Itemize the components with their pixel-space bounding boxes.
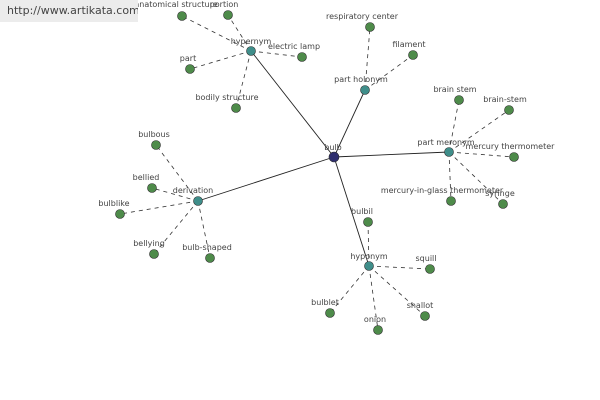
leaf-label-squill: squill (416, 254, 437, 263)
edge-bulbous (155, 144, 199, 202)
edge-hyponym (333, 156, 370, 267)
edge-hypernym (250, 50, 335, 158)
root-label-bulb: bulb (324, 143, 341, 152)
edge-bodily_structure (235, 50, 252, 109)
leaf-label-shallot: shallot (407, 301, 434, 310)
relation-node-part_holonym[interactable] (360, 85, 370, 95)
leaf-node-anatomical_structure[interactable] (177, 11, 187, 21)
edge-part_meronym (333, 151, 450, 158)
leaf-node-syringe[interactable] (498, 199, 508, 209)
graph-nodes (115, 10, 519, 335)
relation-label-part_holonym: part holonym (334, 75, 388, 84)
edge-part (189, 50, 252, 70)
edge-bulblet (329, 265, 370, 314)
edge-anatomical_structure (181, 15, 252, 52)
leaf-node-mercury-in-glass_thermometer[interactable] (446, 196, 456, 206)
leaf-node-portion[interactable] (223, 10, 233, 20)
leaf-label-bodily_structure: bodily structure (195, 93, 258, 102)
edge-filament (364, 54, 414, 91)
leaf-label-filament: filament (392, 40, 425, 49)
leaf-label-mercury-in-glass_thermometer: mercury-in-glass thermometer (381, 186, 504, 195)
leaf-node-bulblike[interactable] (115, 209, 125, 219)
leaf-label-part: part (180, 54, 196, 63)
leaf-node-mercury_thermometer[interactable] (509, 152, 519, 162)
relation-node-derivation[interactable] (193, 196, 203, 206)
leaf-node-bulblet[interactable] (325, 308, 335, 318)
leaf-node-filament[interactable] (408, 50, 418, 60)
leaf-label-bulblet: bulblet (311, 298, 339, 307)
leaf-label-bulbil: bulbil (351, 207, 373, 216)
leaf-label-brain_stem: brain stem (433, 85, 476, 94)
edge-bulb-shaped (197, 200, 211, 259)
leaf-node-bodily_structure[interactable] (231, 103, 241, 113)
leaf-label-bulbous: bulbous (138, 130, 170, 139)
edge-part_holonym (333, 89, 366, 158)
source-url-watermark: http://www.artikata.com (0, 0, 138, 22)
leaf-node-squill[interactable] (425, 264, 435, 274)
leaf-label-anatomical_structure: anatomical structure (134, 0, 217, 9)
edge-derivation (197, 156, 335, 202)
leaf-label-brain-stem: brain-stem (483, 95, 527, 104)
relation-label-hyponym: hyponym (350, 252, 388, 261)
leaf-node-respiratory_center[interactable] (365, 22, 375, 32)
leaf-node-bulbous[interactable] (151, 140, 161, 150)
leaf-node-part[interactable] (185, 64, 195, 74)
leaf-node-bellied[interactable] (147, 183, 157, 193)
edge-mercury_thermometer (448, 151, 515, 158)
edge-electric_lamp (250, 50, 303, 58)
leaf-node-onion[interactable] (373, 325, 383, 335)
leaf-label-onion: onion (364, 315, 386, 324)
edge-onion (368, 265, 379, 331)
leaf-label-bellying: bellying (133, 239, 165, 248)
leaf-label-bellied: bellied (133, 173, 160, 182)
edge-squill (368, 265, 431, 270)
relation-label-hypernym: hypernym (231, 37, 272, 46)
edge-portion (227, 14, 252, 52)
graph-edges (119, 14, 515, 331)
leaf-node-bulb-shaped[interactable] (205, 253, 215, 263)
leaf-label-portion: portion (210, 0, 239, 9)
edge-respiratory_center (364, 26, 371, 91)
leaf-label-electric_lamp: electric lamp (268, 42, 320, 51)
leaf-label-syringe: syringe (485, 189, 515, 198)
root-node-bulb[interactable] (328, 151, 340, 163)
leaf-node-bellying[interactable] (149, 249, 159, 259)
relation-node-hyponym[interactable] (364, 261, 374, 271)
leaf-label-mercury_thermometer: mercury thermometer (466, 142, 556, 151)
leaf-label-bulb-shaped: bulb-shaped (182, 243, 232, 252)
edge-bulblike (119, 200, 199, 215)
relation-node-hypernym[interactable] (246, 46, 256, 56)
relation-label-derivation: derivation (173, 186, 213, 195)
edge-brain_stem (448, 99, 460, 153)
leaf-node-electric_lamp[interactable] (297, 52, 307, 62)
leaf-node-brain_stem[interactable] (454, 95, 464, 105)
leaf-label-bulblike: bulblike (98, 199, 129, 208)
leaf-node-bulbil[interactable] (363, 217, 373, 227)
leaf-node-brain-stem[interactable] (504, 105, 514, 115)
edge-bellying (153, 200, 199, 255)
relation-label-part_meronym: part meronym (417, 138, 474, 147)
edge-mercury-in-glass_thermometer (448, 151, 452, 202)
leaf-label-respiratory_center: respiratory center (326, 12, 399, 21)
relation-node-part_meronym[interactable] (444, 147, 454, 157)
leaf-node-shallot[interactable] (420, 311, 430, 321)
